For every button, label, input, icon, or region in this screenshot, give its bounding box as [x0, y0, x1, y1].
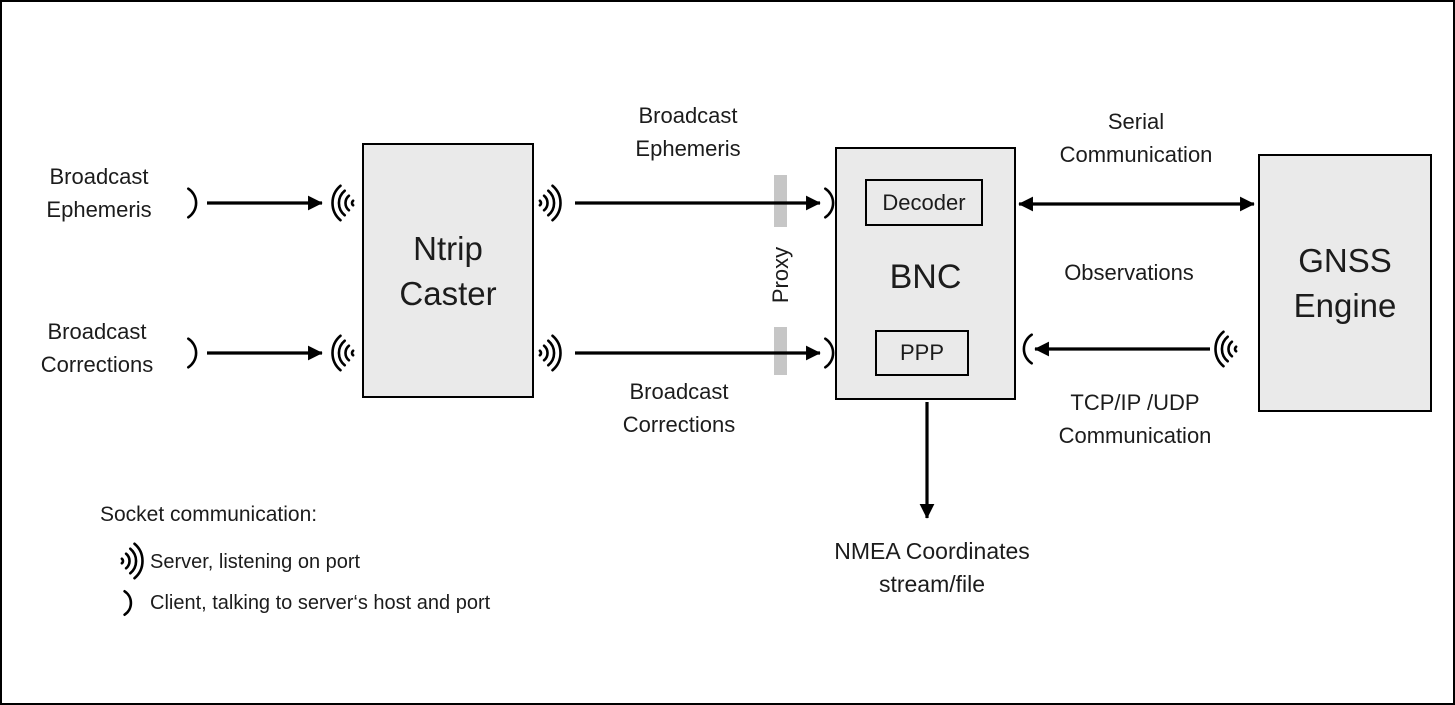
- client-socket-icon: [824, 187, 835, 219]
- server-socket-icon: [538, 184, 562, 222]
- proxy-bars: [774, 175, 787, 375]
- node-ntrip-caster: Ntrip Caster: [362, 143, 534, 398]
- server-socket-icon: [331, 184, 355, 222]
- ppp-label: PPP: [899, 340, 945, 365]
- legend-client-item: Client, talking to server‘s host and por…: [150, 592, 491, 614]
- label-observations: Observations: [1064, 260, 1194, 285]
- gnss-engine-label: GNSS Engine: [1293, 242, 1397, 324]
- legend-client-socket-icon: [123, 590, 133, 616]
- label-serial-communication: Serial Communication: [1059, 109, 1213, 167]
- label-tcp-udp-communication: TCP/IP /UDP Communication: [1058, 390, 1212, 448]
- socket-icons: [120, 184, 1238, 616]
- label-broadcast-corrections-stream: Broadcast Corrections: [622, 379, 736, 437]
- client-socket-icon: [824, 337, 835, 369]
- client-socket-icon: [187, 337, 198, 369]
- server-socket-icon: [331, 334, 355, 372]
- legend-title: Socket communication:: [100, 503, 318, 526]
- label-broadcast-corrections-input: Broadcast Corrections: [40, 319, 154, 377]
- node-bnc: Decoder BNC PPP: [835, 147, 1016, 400]
- ntrip-caster-label: Ntrip Caster: [399, 229, 497, 312]
- node-bnc-decoder: Decoder: [865, 179, 983, 226]
- bnc-label: BNC: [889, 258, 962, 296]
- label-broadcast-ephemeris-input: Broadcast Ephemeris: [46, 164, 152, 222]
- arrows: [207, 195, 1255, 519]
- legend-server-item: Server, listening on port: [150, 551, 361, 573]
- client-socket-icon: [187, 187, 198, 219]
- server-socket-icon: [1214, 330, 1238, 368]
- client-socket-icon: [1022, 333, 1033, 365]
- decoder-label: Decoder: [882, 189, 966, 215]
- node-gnss-engine: GNSS Engine: [1258, 154, 1432, 412]
- label-broadcast-ephemeris-stream: Broadcast Ephemeris: [635, 103, 741, 161]
- server-socket-icon: [538, 334, 562, 372]
- proxy-bar-top: [774, 175, 787, 227]
- node-bnc-ppp: PPP: [875, 330, 969, 376]
- label-proxy: Proxy: [768, 246, 793, 304]
- label-nmea-output: NMEA Coordinates stream/file: [834, 538, 1030, 597]
- legend-server-socket-icon: [120, 542, 144, 580]
- proxy-bar-bottom: [774, 327, 787, 375]
